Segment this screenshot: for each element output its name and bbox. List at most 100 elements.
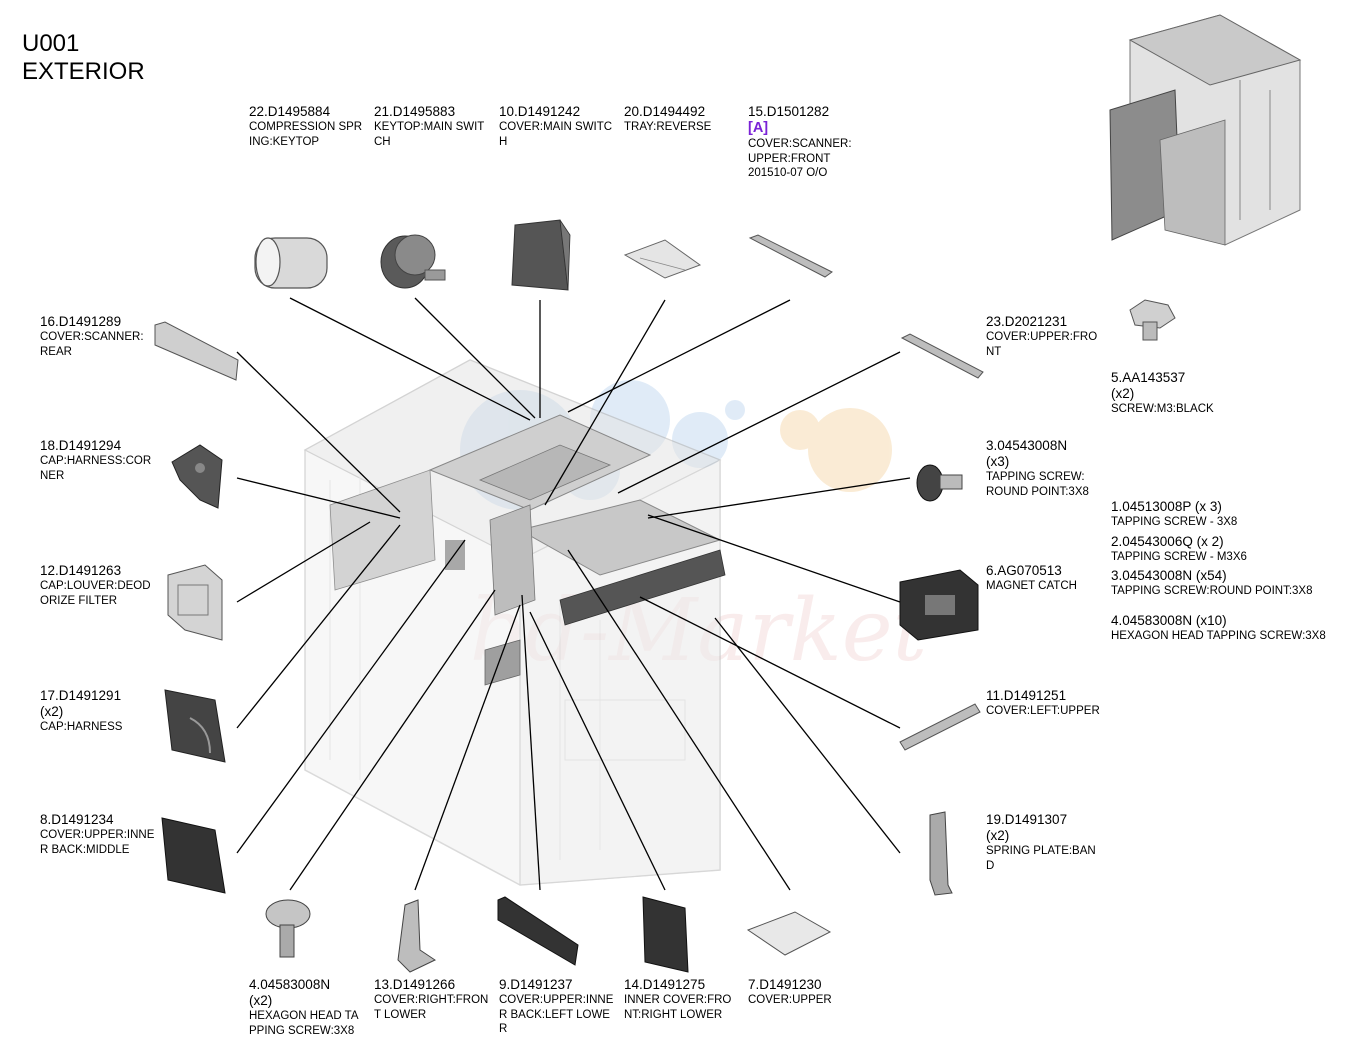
part-11-cover bbox=[899, 703, 981, 751]
part-description: SCREW:M3:BLACK bbox=[1111, 403, 1214, 415]
part-description: CAP:LOUVER:DEODORIZE FILTER bbox=[40, 580, 151, 607]
note-description: HEXAGON HEAD TAPPING SCREW:3X8 bbox=[1111, 629, 1326, 642]
part-3-screw bbox=[916, 464, 963, 502]
part-number: 6.AG070513 bbox=[986, 563, 1062, 578]
note-description: TAPPING SCREW - M3X6 bbox=[1111, 550, 1247, 563]
part-23-cover bbox=[900, 333, 984, 379]
part-number: 21.D1495883 bbox=[374, 104, 456, 119]
part-description: CAP:HARNESS bbox=[40, 721, 123, 733]
part-6-magnet bbox=[899, 569, 979, 641]
part-change-note: 201510-07 O/O bbox=[748, 167, 828, 179]
part-description: COVER:UPPER:INNER BACK:LEFT LOWER bbox=[499, 994, 614, 1035]
part-number: 12.D1491263 bbox=[40, 563, 122, 578]
part-description: COVER:UPPER:INNER BACK:MIDDLE bbox=[40, 829, 155, 856]
note-description: TAPPING SCREW:ROUND POINT:3X8 bbox=[1111, 585, 1313, 597]
page-header: U001 EXTERIOR bbox=[22, 30, 145, 86]
label-part-21: 21.D1495883 KEYTOP:MAIN SWITCH bbox=[374, 104, 489, 149]
label-part-18: 18.D1491294 CAP:HARNESS:CORNER bbox=[40, 438, 155, 483]
part-quantity: (x3) bbox=[986, 454, 1010, 469]
note-part-number: 1.04513008P (x 3) bbox=[1111, 499, 1222, 514]
part-number: 18.D1491294 bbox=[40, 438, 122, 453]
part-number: 4.04583008N bbox=[249, 977, 331, 992]
part-description: COVER:RIGHT:FRONT LOWER bbox=[374, 994, 489, 1021]
part-number: 19.D1491307 bbox=[986, 812, 1068, 827]
part-number: 13.D1491266 bbox=[374, 977, 456, 992]
part-description: CAP:HARNESS:CORNER bbox=[40, 455, 152, 482]
section-code: U001 bbox=[22, 30, 80, 57]
part-9-cover bbox=[497, 896, 579, 966]
part-number: 11.D1491251 bbox=[986, 688, 1067, 703]
label-part-5: 5.AA143537 (x2) SCREW:M3:BLACK bbox=[1111, 370, 1226, 417]
part-19-plate bbox=[929, 811, 953, 896]
label-part-15: 15.D1501282 [A] COVER:SCANNER: UPPER:FRO… bbox=[748, 104, 863, 181]
part-8-cover bbox=[161, 817, 226, 894]
part-description: COVER:SCANNER: bbox=[40, 331, 144, 343]
part-quantity: (x2) bbox=[249, 993, 273, 1008]
label-part-6: 6.AG070513 MAGNET CATCH bbox=[986, 563, 1101, 594]
part-number: 23.D2021231 bbox=[986, 314, 1068, 329]
part-number: 3.04543008N bbox=[986, 438, 1068, 453]
part-description: UPPER:FRONT bbox=[748, 152, 831, 165]
label-part-22: 22.D1495884 COMPRESSION SPRING:KEYTOP bbox=[249, 104, 364, 149]
part-description: COVER:MAIN SWITCH bbox=[499, 121, 613, 148]
part-description: HEXAGON HEAD TAPPING SCREW:3X8 bbox=[249, 1010, 359, 1037]
part-4-screw bbox=[265, 899, 311, 958]
assembly-thumbnail bbox=[1109, 14, 1302, 246]
part-number: 20.D1494492 bbox=[624, 104, 706, 119]
label-part-4: 4.04583008N (x2) HEXAGON HEAD TAPPING SC… bbox=[249, 977, 364, 1049]
part-description: COVER:SCANNER: bbox=[748, 138, 852, 150]
section-title: EXTERIOR bbox=[22, 58, 145, 85]
label-part-17: 17.D1491291 (x2) CAP:HARNESS bbox=[40, 688, 155, 735]
part-quantity: (x2) bbox=[40, 704, 64, 719]
label-part-12: 12.D1491263 CAP:LOUVER:DEODORIZE FILTER bbox=[40, 563, 155, 608]
part-description: INNER COVER:FRONT:RIGHT LOWER bbox=[624, 994, 732, 1021]
part-description: TAPPING SCREW: bbox=[986, 471, 1085, 483]
part-quantity: (x2) bbox=[1111, 386, 1135, 401]
part-14-cover bbox=[642, 896, 689, 973]
part-number: 10.D1491242 bbox=[499, 104, 581, 119]
note-part-number: 3.04543008N (x54) bbox=[1111, 568, 1227, 583]
label-part-8: 8.D1491234 COVER:UPPER:INNER BACK:MIDDLE bbox=[40, 812, 155, 857]
part-number: 8.D1491234 bbox=[40, 812, 114, 827]
part-description: COMPRESSION SPRING:KEYTOP bbox=[249, 121, 363, 148]
label-part-11: 11.D1491251 COVER:LEFT:UPPER bbox=[986, 688, 1101, 719]
note-description: TAPPING SCREW - 3X8 bbox=[1111, 516, 1238, 528]
part-16-cover bbox=[154, 321, 239, 381]
part-description: KEYTOP:MAIN SWITCH bbox=[374, 121, 485, 148]
note-part-number: 4.04583008N (x10) bbox=[1111, 612, 1227, 628]
label-part-14: 14.D1491275 INNER COVER:FRONT:RIGHT LOWE… bbox=[624, 977, 739, 1022]
part-7-cover bbox=[746, 911, 832, 956]
part-22-spring bbox=[254, 237, 328, 289]
part-description: COVER:UPPER bbox=[748, 994, 832, 1006]
part-15-cover bbox=[748, 234, 833, 278]
label-part-10: 10.D1491242 COVER:MAIN SWITCH bbox=[499, 104, 614, 149]
part-12-cap bbox=[167, 564, 223, 641]
label-part-3: 3.04543008N (x3) TAPPING SCREW: ROUND PO… bbox=[986, 438, 1101, 499]
part-17-cap bbox=[164, 689, 226, 763]
part-5-screw bbox=[1129, 299, 1176, 341]
scanner-assembly bbox=[329, 414, 726, 686]
screw-notes-list: 1.04513008P (x 3) TAPPING SCREW - 3X8 2.… bbox=[1111, 495, 1343, 643]
part-number: 7.D1491230 bbox=[748, 977, 822, 992]
label-part-9: 9.D1491237 COVER:UPPER:INNER BACK:LEFT L… bbox=[499, 977, 614, 1037]
label-part-13: 13.D1491266 COVER:RIGHT:FRONT LOWER bbox=[374, 977, 489, 1022]
part-number: 16.D1491289 bbox=[40, 314, 122, 329]
part-description: TRAY:REVERSE bbox=[624, 121, 712, 133]
part-20-tray bbox=[623, 239, 702, 279]
part-10-cover bbox=[511, 219, 571, 291]
part-13-cover bbox=[397, 899, 437, 973]
part-quantity: (x2) bbox=[986, 828, 1010, 843]
label-part-19: 19.D1491307 (x2) SPRING PLATE:BAND bbox=[986, 812, 1101, 873]
label-part-7: 7.D1491230 COVER:UPPER bbox=[748, 977, 863, 1008]
part-description: SPRING PLATE:BAND bbox=[986, 845, 1096, 872]
part-18-cap bbox=[171, 444, 223, 509]
label-part-20: 20.D1494492 TRAY:REVERSE bbox=[624, 104, 739, 135]
part-number: 22.D1495884 bbox=[249, 104, 331, 119]
part-number: 9.D1491237 bbox=[499, 977, 573, 992]
part-description: COVER:LEFT:UPPER bbox=[986, 705, 1100, 717]
note-part-number: 2.04543006Q (x 2) bbox=[1111, 533, 1224, 549]
label-part-23: 23.D2021231 COVER:UPPER:FRONT bbox=[986, 314, 1101, 359]
part-description: MAGNET CATCH bbox=[986, 580, 1077, 592]
change-tag: [A] bbox=[748, 120, 769, 136]
